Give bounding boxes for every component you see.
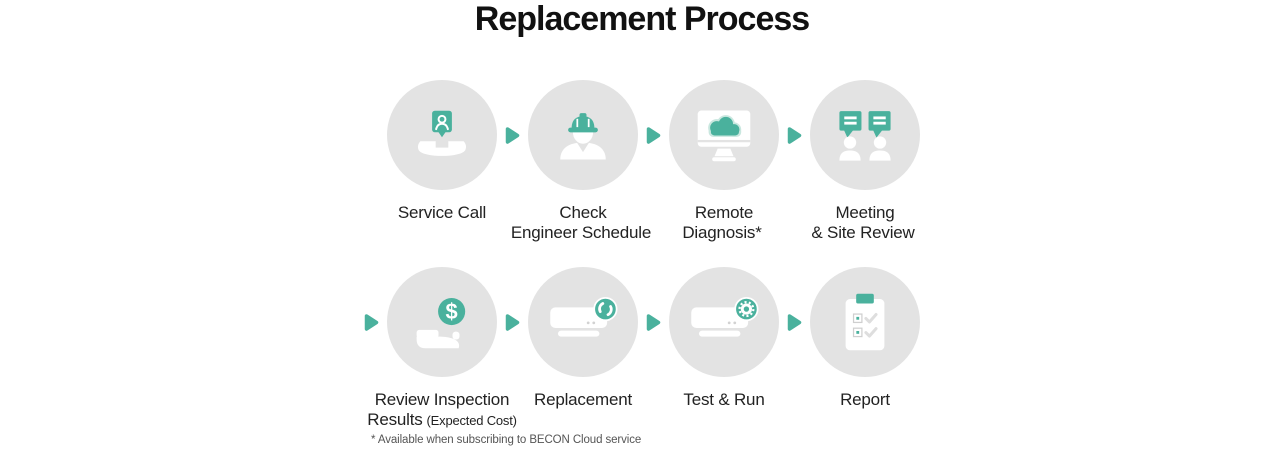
- step-label: Remote Diagnosis*: [639, 199, 809, 247]
- step-label-line2: Diagnosis*: [682, 222, 762, 242]
- step-label: Replacement: [498, 386, 668, 434]
- step-label-line2: [863, 410, 867, 431]
- step-test-and-run: Test & Run: [654, 267, 794, 434]
- monitor-cloud-icon: [697, 110, 751, 162]
- step-circle: [528, 80, 638, 190]
- report-clipboard-icon: [845, 293, 885, 351]
- step-circle: [810, 80, 920, 190]
- step-label-line2: Results(Expected Cost): [367, 409, 517, 429]
- flow-arrow-icon: [646, 127, 661, 144]
- flow-arrow-icon: [505, 314, 520, 331]
- step-label-line1: Test & Run: [683, 389, 765, 409]
- flow-arrow-icon: [364, 314, 379, 331]
- step-label-line2: [440, 223, 444, 244]
- step-report: Report: [795, 267, 935, 434]
- ac-unit-gear-icon: [691, 297, 759, 337]
- step-label: Review Inspection Results(Expected Cost): [357, 386, 527, 434]
- step-circle: [669, 80, 779, 190]
- flow-arrow-icon: [505, 127, 520, 144]
- step-label: Report: [780, 386, 950, 434]
- step-label-line2: & Site Review: [811, 222, 915, 242]
- flow-arrow-icon: [787, 127, 802, 144]
- step-label-line1: Report: [840, 389, 890, 409]
- step-label-line1: Replacement: [534, 389, 632, 409]
- step-circle: [669, 267, 779, 377]
- engineer-helmet-icon: [560, 113, 606, 160]
- page-title: Replacement Process: [474, 0, 810, 38]
- step-label: Meeting & Site Review: [780, 199, 950, 247]
- step-circle: [528, 267, 638, 377]
- step-circle: [810, 267, 920, 377]
- step-label-line2: Engineer Schedule: [510, 222, 652, 242]
- step-remote-diagnosis: Remote Diagnosis*: [654, 80, 794, 247]
- step-label: Service Call: [357, 199, 527, 247]
- step-label-line1: Check: [559, 202, 607, 222]
- step-circle: [387, 80, 497, 190]
- step-service-call: Service Call: [372, 80, 512, 247]
- step-label-line2: [722, 410, 726, 431]
- step-replacement: Replacement: [513, 267, 653, 434]
- step-review-inspection-results: $ Review Inspection Results(Expected Cos…: [367, 267, 517, 434]
- footnote: * Available when subscribing to BECON Cl…: [371, 434, 642, 446]
- flow-arrow-icon: [787, 314, 802, 331]
- step-label-line2: [581, 410, 585, 431]
- step-check-engineer-schedule: Check Engineer Schedule: [511, 80, 653, 247]
- step-label-line1: Review Inspection: [374, 389, 510, 409]
- hand-coin-icon: $: [416, 297, 466, 349]
- phone-contact-icon: [417, 110, 467, 156]
- flow-arrow-icon: [646, 314, 661, 331]
- step-label: Test & Run: [639, 386, 809, 434]
- step-label-line1: Remote: [694, 202, 754, 222]
- step-label-line1: Meeting: [835, 202, 895, 222]
- svg-text:$: $: [446, 299, 458, 324]
- step-circle: $: [387, 267, 497, 377]
- step-label-line1: Service Call: [397, 202, 487, 222]
- meeting-people-icon: [839, 111, 891, 161]
- ac-unit-replace-icon: [550, 297, 618, 337]
- step-label: Check Engineer Schedule: [498, 199, 668, 247]
- step-meeting-site-review: Meeting & Site Review: [795, 80, 935, 247]
